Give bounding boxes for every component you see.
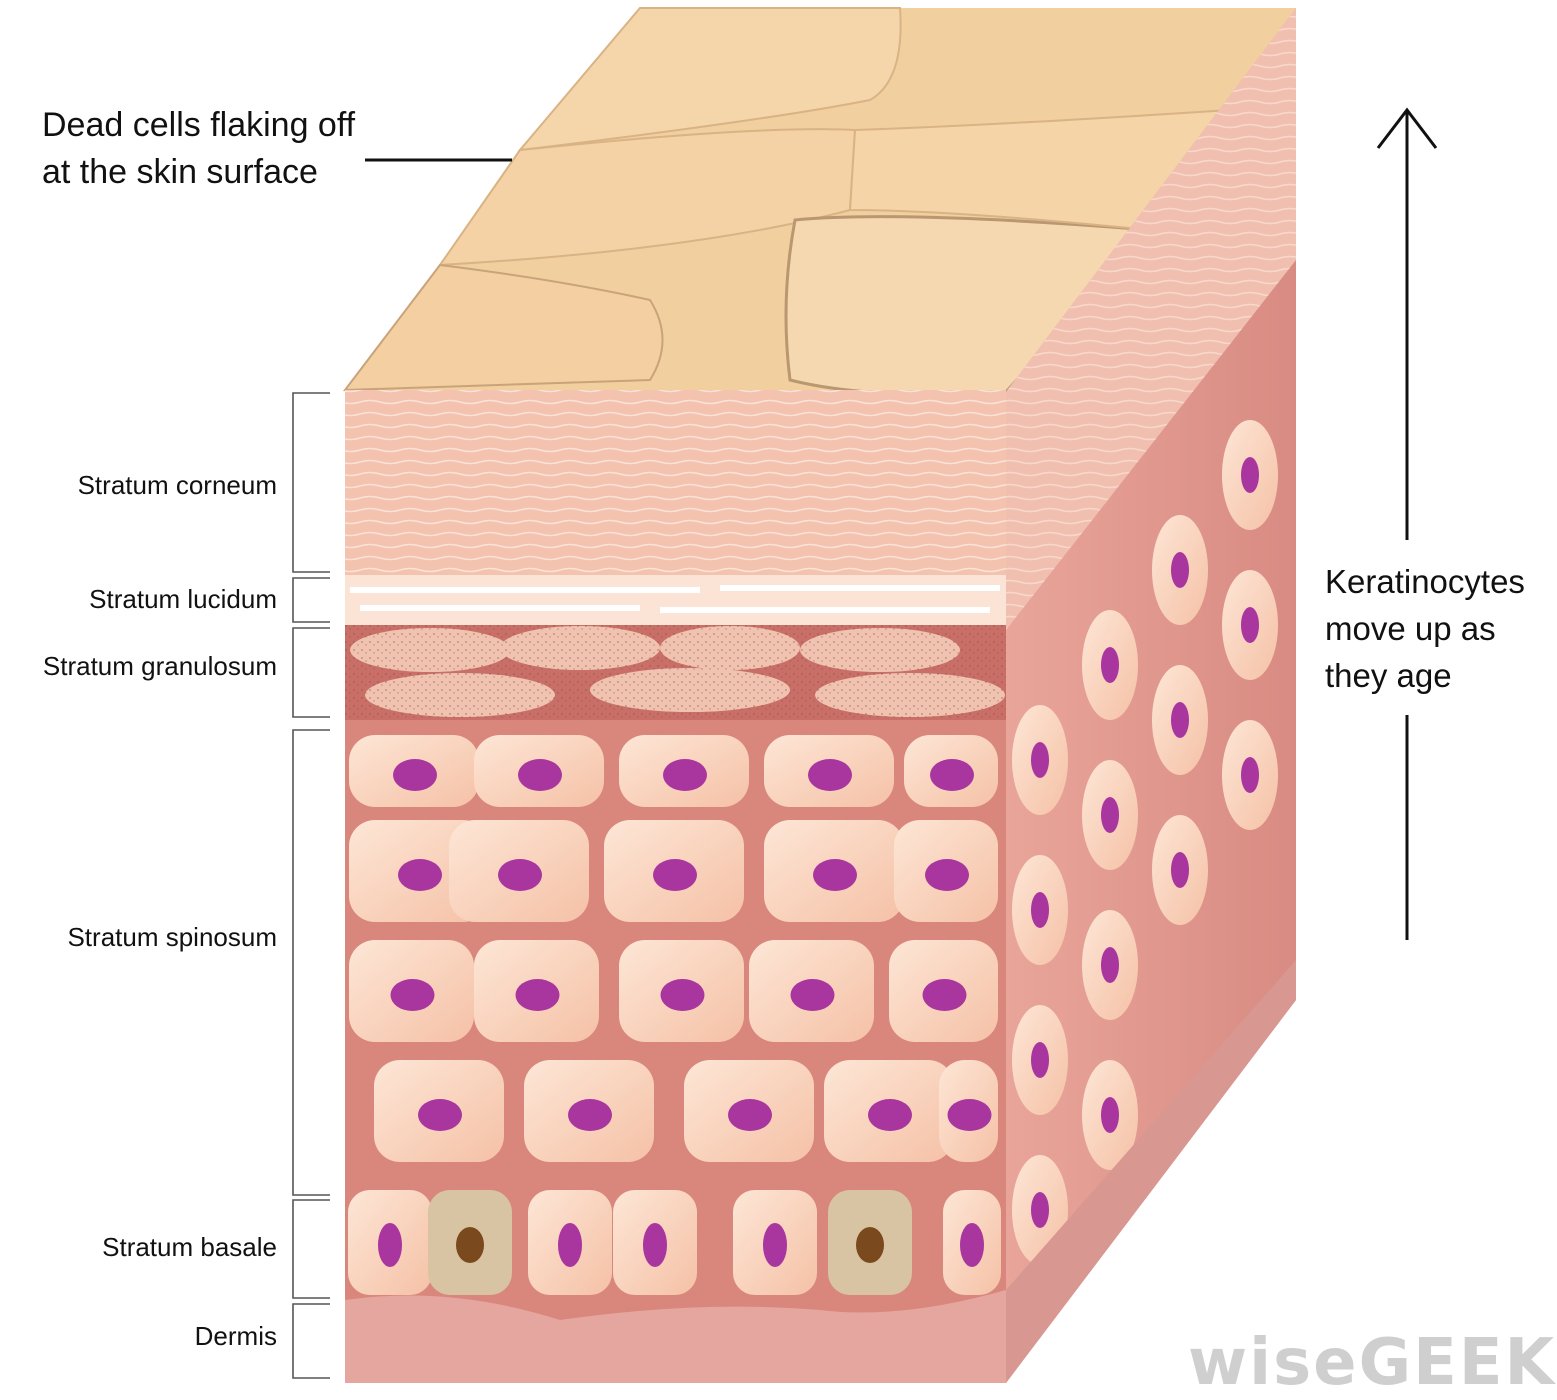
- label-stratum-spinosum: Stratum spinosum: [67, 922, 277, 953]
- cell-nucleus: [1171, 552, 1189, 588]
- cell-nucleus: [498, 859, 542, 891]
- cell-nucleus: [643, 1223, 667, 1267]
- cell-nucleus: [663, 759, 707, 791]
- cell-nucleus: [948, 1099, 992, 1131]
- granular-cells: [345, 625, 1006, 720]
- cell-nucleus: [516, 979, 560, 1011]
- cell-nucleus: [813, 859, 857, 891]
- cell-nucleus: [558, 1223, 582, 1267]
- cell-nucleus: [1101, 647, 1119, 683]
- keratinocytes-line3: they age: [1325, 652, 1525, 699]
- cell-nucleus: [1031, 1192, 1049, 1228]
- cell-nucleus: [1171, 852, 1189, 888]
- cell-nucleus: [763, 1223, 787, 1267]
- cell-nucleus: [568, 1099, 612, 1131]
- cell-nucleus: [868, 1099, 912, 1131]
- cell-nucleus: [518, 759, 562, 791]
- cell-nucleus: [456, 1227, 484, 1263]
- keratinocytes-line1: Keratinocytes: [1325, 558, 1525, 605]
- cell-nucleus: [1101, 797, 1119, 833]
- cell-nucleus: [930, 759, 974, 791]
- cell-nucleus: [418, 1099, 462, 1131]
- surface-callout-label: Dead cells flaking off at the skin surfa…: [42, 102, 355, 196]
- cell-nucleus: [960, 1223, 984, 1267]
- cell-nucleus: [856, 1227, 884, 1263]
- cell-nucleus: [808, 759, 852, 791]
- cell-nucleus: [1031, 742, 1049, 778]
- cell-nucleus: [728, 1099, 772, 1131]
- cell-nucleus: [1101, 1097, 1119, 1133]
- label-stratum-lucidum: Stratum lucidum: [89, 584, 277, 615]
- cell-nucleus: [398, 859, 442, 891]
- cell-nucleus: [661, 979, 705, 1011]
- watermark-logo: wiseGEEK: [1188, 1326, 1556, 1400]
- surface-callout-line2: at the skin surface: [42, 149, 355, 196]
- layer-lucidum: [345, 575, 1006, 625]
- label-stratum-corneum: Stratum corneum: [78, 470, 277, 501]
- label-stratum-granulosum: Stratum granulosum: [43, 651, 277, 682]
- cell-nucleus: [1241, 607, 1259, 643]
- cell-nucleus: [1031, 892, 1049, 928]
- cell-nucleus: [1171, 702, 1189, 738]
- cell-nucleus: [925, 859, 969, 891]
- cell-nucleus: [391, 979, 435, 1011]
- keratinocytes-line2: move up as: [1325, 605, 1525, 652]
- cell-nucleus: [1101, 947, 1119, 983]
- label-dermis: Dermis: [195, 1321, 277, 1352]
- cell-nucleus: [1241, 757, 1259, 793]
- cell-nucleus: [393, 759, 437, 791]
- surface-callout-line1: Dead cells flaking off: [42, 102, 355, 149]
- layer-corneum-texture: [345, 390, 1006, 575]
- cell-nucleus: [1241, 457, 1259, 493]
- layer-brackets: [293, 393, 330, 1378]
- cell-nucleus: [1031, 1042, 1049, 1078]
- keratinocytes-label: Keratinocytes move up as they age: [1325, 558, 1525, 699]
- cell-nucleus: [791, 979, 835, 1011]
- cell-nucleus: [653, 859, 697, 891]
- label-stratum-basale: Stratum basale: [102, 1232, 277, 1263]
- cell-nucleus: [923, 979, 967, 1011]
- upward-arrow: [1378, 110, 1436, 940]
- cell-nucleus: [378, 1223, 402, 1267]
